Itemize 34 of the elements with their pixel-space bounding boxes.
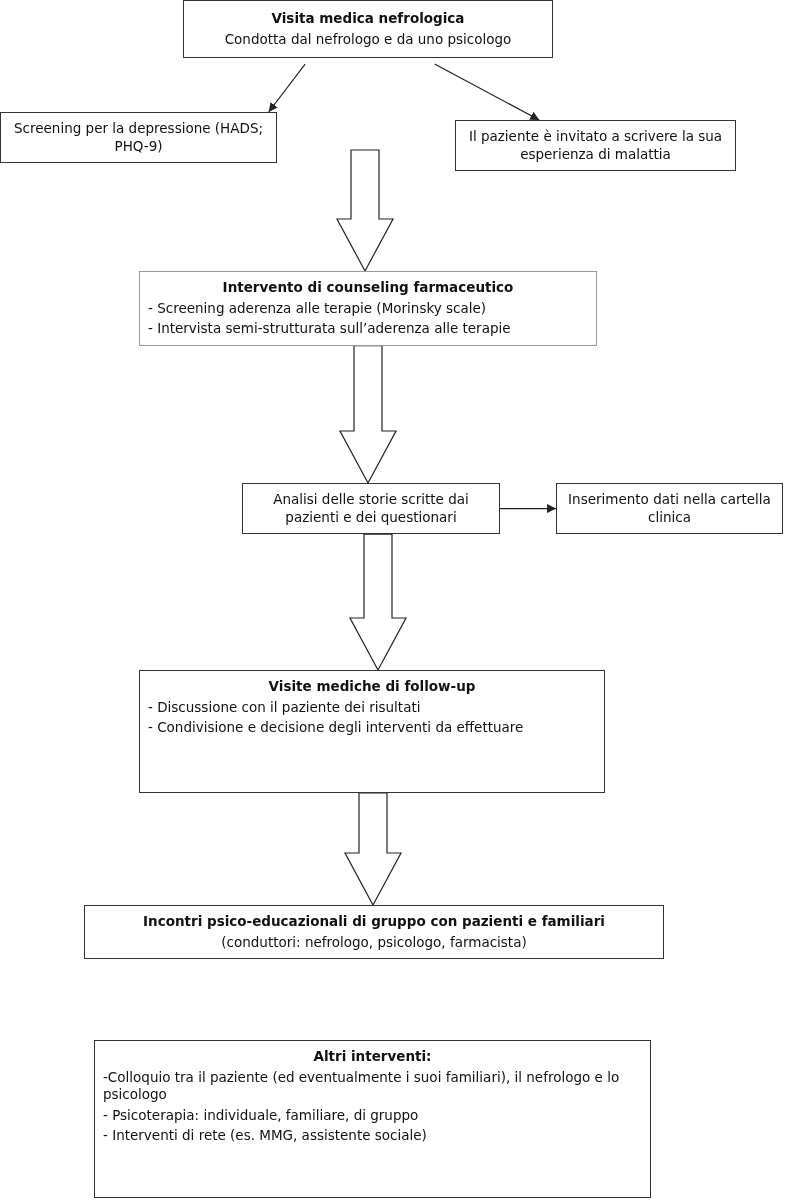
list-item: - Screening aderenza alle terapie (Morinsky scale) — [148, 299, 488, 318]
box-title: Incontri psico-educazionali di gruppo con pazienti e familiari — [142, 913, 606, 931]
box-title: Visite mediche di follow-up — [267, 678, 477, 696]
process-box — [94, 1040, 651, 1198]
process-box — [455, 120, 736, 172]
box-title: Altri interventi: — [312, 1048, 433, 1066]
list-item: - Intervista semi-strutturata sull’aderenza alle terapie — [148, 320, 512, 338]
block-arrow — [349, 533, 407, 672]
process-box — [84, 905, 664, 960]
arrow — [268, 63, 306, 113]
box-title: Intervento di counseling farmaceutico — [221, 279, 515, 297]
box-text: Il paziente è invitato a scrivere la sua esperienza di malattia — [467, 128, 724, 164]
list-item: - Condivisione e decisione degli interventi da effettuare — [148, 719, 525, 737]
process-box — [139, 670, 605, 793]
process-box — [242, 483, 500, 535]
list-item: -Colloquio tra il paziente (ed eventualmente i suoi familiari), il nefrologo e lo psicologo — [103, 1068, 621, 1104]
arrow — [434, 63, 540, 121]
list-item: - Interventi di rete (es. MMG, assistente sociale) — [103, 1127, 428, 1145]
process-box — [556, 483, 783, 535]
box-title: Visita medica nefrologica — [270, 10, 466, 28]
block-arrow — [344, 792, 402, 907]
box-text: Condotta dal nefrologo e da uno psicologo — [223, 30, 513, 49]
box-text: (conduttori: nefrologo, psicologo, farmacista) — [220, 933, 528, 952]
box-text: Inserimento dati nella cartella clinica — [567, 491, 772, 527]
arrow — [499, 504, 557, 514]
box-text: Screening per la depressione (HADS; PHQ-9) — [13, 120, 264, 156]
block-arrow — [339, 345, 397, 485]
list-item: - Discussione con il paziente dei risultati — [148, 698, 422, 717]
process-box — [183, 0, 553, 59]
process-box — [139, 271, 597, 346]
process-box — [0, 112, 277, 164]
block-arrow — [336, 149, 394, 273]
box-text: Analisi delle storie scritte dai pazienti e dei questionari — [272, 491, 470, 527]
list-item: - Psicoterapia: individuale, familiare, di gruppo — [103, 1106, 420, 1125]
